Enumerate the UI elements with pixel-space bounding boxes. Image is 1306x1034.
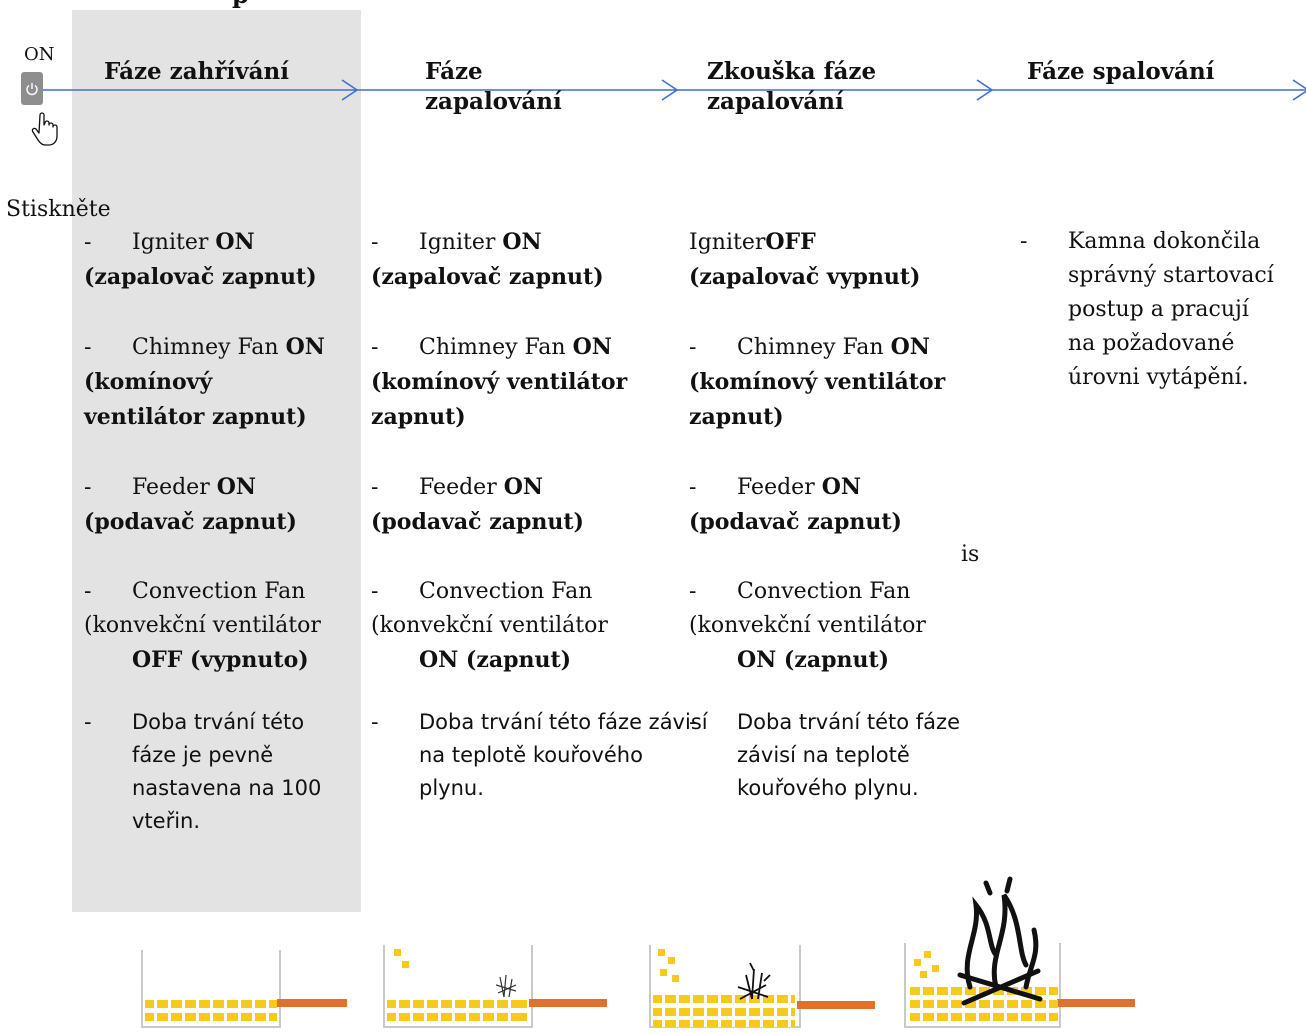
power-icon	[26, 82, 38, 95]
igniter-line: IgniterOFF	[689, 229, 816, 255]
feeder-line: -Feeder ON	[689, 474, 861, 500]
heating-phase-steps: -Igniter ON (zapalovač zapnut) -Chimney …	[84, 225, 354, 838]
burn-pot-ignition-illustration	[383, 945, 607, 1028]
phase-title-heating: Fáze zahřívání	[104, 58, 289, 85]
falling-pellets	[914, 951, 939, 978]
pellet-bed	[910, 987, 1058, 1021]
burn-pot-ignition-test-illustration	[649, 945, 875, 1028]
chimney-fan-status: (komínový ventilátor zapnut)	[84, 369, 307, 430]
duration-note: -Doba trvání této fáze závisí na teplotě…	[371, 710, 708, 800]
convection-fan-translation: (konvekční ventilátor	[84, 613, 321, 638]
igniter-tube	[277, 999, 347, 1007]
convection-fan-status: ON (zapnut)	[737, 647, 890, 673]
phase-flow-arrows	[40, 79, 1306, 101]
chimney-fan-line: -Chimney Fan ON	[84, 334, 325, 360]
igniter-tube	[1057, 999, 1135, 1007]
arrow-head-4	[1292, 79, 1306, 101]
igniter-status: (zapalovač zapnut)	[84, 264, 317, 290]
falling-pellets	[394, 949, 409, 968]
pellet-bed	[653, 995, 795, 1027]
hand-pointer-icon	[31, 112, 58, 146]
chimney-fan-status: (komínový ventilátor zapnut)	[371, 369, 628, 430]
on-label: ON	[24, 44, 55, 65]
duration-note: -Doba trvání této fáze závisí na teplotě…	[689, 710, 960, 800]
burn-pot-combustion-illustration	[904, 876, 1135, 1028]
large-flame-icon	[957, 876, 1043, 1006]
phase-title-ignition: Fáze zapalování	[425, 58, 562, 115]
burn-pot-heating-illustration	[141, 950, 347, 1028]
igniter-status: (zapalovač zapnut)	[371, 264, 604, 290]
igniter-line: -Igniter ON	[84, 229, 255, 255]
arrow-head-2	[661, 79, 679, 101]
feeder-line: -Feeder ON	[371, 474, 543, 500]
stray-text: is	[961, 542, 980, 567]
chimney-fan-status: (komínový ventilátor zapnut)	[689, 369, 946, 430]
chimney-fan-line: -Chimney Fan ON	[371, 334, 612, 360]
convection-fan-line: -Convection Fan	[689, 579, 911, 604]
convection-fan-status: ON (zapnut)	[419, 647, 572, 673]
convection-fan-translation: (konvekční ventilátor	[371, 613, 608, 638]
heating-phase-highlight-panel	[72, 10, 361, 912]
phase-title-ignition-test: Zkouška fáze zapalování	[707, 58, 877, 115]
arrow-head-1	[341, 79, 359, 101]
feeder-status: (podavač zapnut)	[689, 509, 902, 535]
cut-off-heading-fragment: p	[232, 0, 249, 9]
igniter-line: -Igniter ON	[371, 229, 542, 255]
duration-note: -Doba trvání této fáze je pevně nastaven…	[84, 710, 322, 833]
ignition-test-phase-steps: IgniterOFF (zapalovač vypnut) -Chimney F…	[689, 225, 979, 805]
pellet-bed	[387, 1000, 527, 1021]
power-button[interactable]	[21, 72, 43, 105]
falling-pellets	[658, 949, 679, 982]
smoke-icon	[495, 974, 517, 998]
convection-fan-line: -Convection Fan	[371, 579, 593, 604]
feeder-status: (podavač zapnut)	[84, 509, 297, 535]
combustion-phase-description: -Kamna dokončila správný startovací post…	[1020, 229, 1274, 390]
convection-fan-translation: (konvekční ventilátor	[689, 613, 926, 638]
feeder-line: -Feeder ON	[84, 474, 256, 500]
convection-fan-status: OFF (vypnuto)	[132, 647, 309, 673]
press-instruction: Stiskněte	[6, 197, 111, 222]
ignition-phase-steps: -Igniter ON (zapalovač zapnut) -Chimney …	[371, 225, 708, 805]
arrow-head-3	[976, 79, 994, 101]
combustion-description: Kamna dokončila správný startovací postu…	[1068, 229, 1274, 390]
chimney-fan-line: -Chimney Fan ON	[689, 334, 930, 360]
convection-fan-line: -Convection Fan	[84, 579, 306, 604]
igniter-tube	[797, 1001, 875, 1009]
phase-title-combustion: Fáze spalování	[1027, 58, 1215, 85]
small-flame-icon	[737, 962, 771, 1000]
igniter-tube	[529, 999, 607, 1007]
igniter-status: (zapalovač vypnut)	[689, 264, 921, 290]
feeder-status: (podavač zapnut)	[371, 509, 584, 535]
